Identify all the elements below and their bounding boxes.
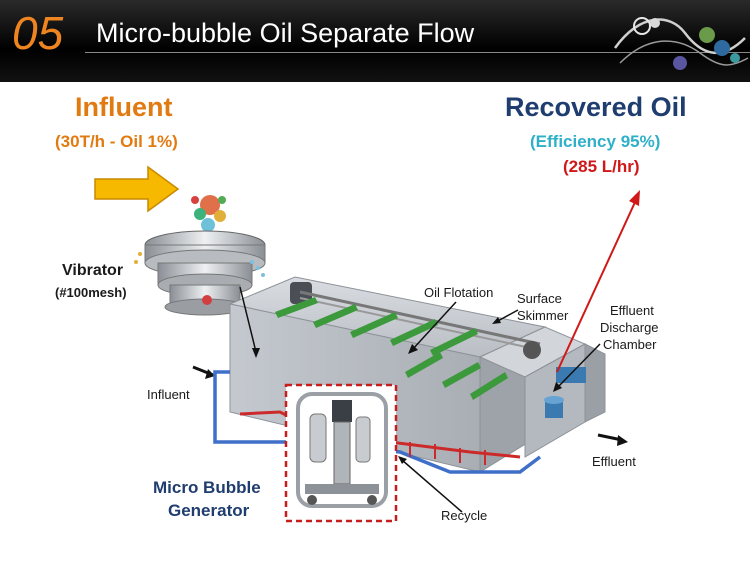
vibrator-machine-icon [134,195,266,316]
influent-inlet-label: Influent [147,387,190,402]
recovered-oil-flow-rate: (285 L/hr) [563,157,640,176]
flow-diagram [94,165,640,523]
vibrator-label: Vibrator [62,262,124,279]
influent-inlet-arrow-icon [192,365,215,379]
effluent-chamber-label-line3: Chamber [603,337,657,352]
recovered-oil-arrow-icon [556,190,640,373]
recovered-oil-title: Recovered Oil [505,92,687,122]
surface-skimmer-label-line1: Surface [517,291,562,306]
effluent-chamber-label-line1: Effluent [610,303,654,318]
recycle-label: Recycle [441,508,488,523]
effluent-outlet-arrow-icon [597,433,628,446]
surface-skimmer-label-line2: Skimmer [517,308,569,323]
header-bar: 05 Micro-bubble Oil Separate Flow [0,0,750,82]
vibrator-mesh-label: (#100mesh) [55,285,127,300]
micro-bubble-generator-icon [284,383,398,523]
influent-arrow-icon [94,165,180,213]
header-divider [85,52,750,53]
effluent-outlet-label: Effluent [592,454,636,469]
oil-flotation-label: Oil Flotation [424,285,494,300]
diagram-area: Influent (30T/h - Oil 1%) Recovered Oil … [0,82,750,563]
influent-title: Influent [75,92,173,122]
slide-title: Micro-bubble Oil Separate Flow [96,18,475,48]
slide-number: 05 [12,7,64,59]
decorative-swirl-icon [613,17,749,70]
influent-subtitle: (30T/h - Oil 1%) [55,132,178,151]
leader-lines [239,286,601,513]
micro-bubble-label-line2: Generator [168,501,250,520]
effluent-chamber-label-line2: Discharge [600,320,659,335]
micro-bubble-label-line1: Micro Bubble [153,478,261,497]
recovered-oil-efficiency: (Efficiency 95%) [530,132,661,151]
